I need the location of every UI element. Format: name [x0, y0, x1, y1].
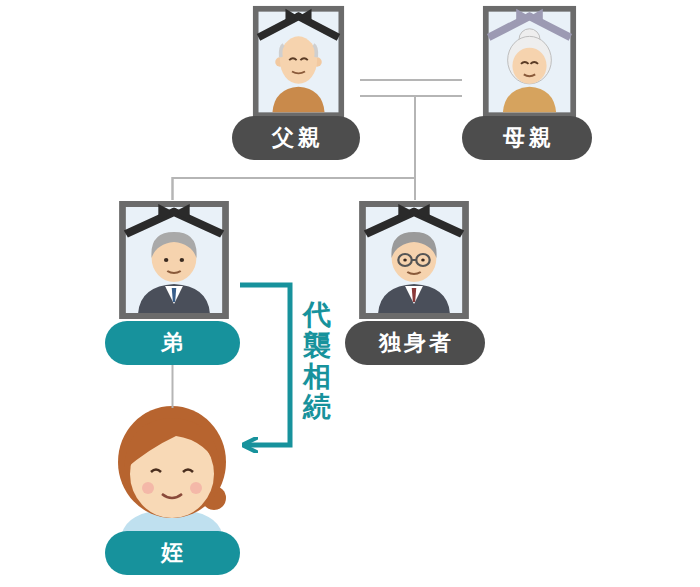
illustration-part	[503, 87, 556, 113]
illustration-part	[272, 87, 324, 113]
family-line	[172, 365, 174, 408]
illustration-part	[407, 272, 420, 274]
illustration-part	[180, 258, 184, 262]
illustration-part	[138, 284, 210, 313]
illustration-part	[412, 288, 416, 302]
illustration-part	[289, 58, 308, 60]
father-portrait	[253, 6, 344, 118]
illustration-part	[151, 470, 193, 473]
illustration-part	[162, 494, 182, 498]
illustration-part	[398, 254, 411, 266]
marriage-line	[360, 79, 462, 97]
person-node: 弟	[105, 200, 240, 365]
person-label: 母親	[500, 123, 554, 153]
niece-illustration	[118, 406, 226, 534]
illustration-part	[124, 418, 220, 470]
person-label: 弟	[158, 328, 187, 358]
illustration-part	[405, 286, 423, 304]
illustration-part	[165, 286, 183, 304]
illustration-part	[359, 201, 469, 319]
illustration-part	[172, 288, 176, 302]
illustration-part	[378, 284, 450, 313]
illustration-part	[281, 45, 317, 57]
illustration-part	[119, 201, 229, 319]
mother-portrait	[483, 6, 576, 118]
illustration-part	[421, 258, 425, 261]
illustration-part	[118, 406, 226, 518]
family-line	[415, 96, 462, 200]
illustration-part	[253, 6, 344, 118]
illustration-part	[391, 232, 436, 258]
illustration-part	[508, 36, 552, 84]
illustration-part	[167, 271, 180, 273]
name-pill: 母親	[462, 116, 592, 160]
illustration-part	[521, 62, 538, 64]
family-line	[360, 96, 415, 200]
illustration-part	[142, 482, 154, 494]
person-node: 独身者	[345, 200, 485, 365]
person-node: 姪	[105, 400, 240, 575]
illustration-part	[151, 232, 196, 258]
illustration-part	[416, 254, 429, 266]
family-line	[173, 96, 416, 200]
person-label: 独身者	[375, 328, 454, 358]
name-pill: 独身者	[345, 321, 485, 365]
illustration-part	[524, 74, 535, 76]
illustration-part	[412, 259, 416, 261]
illustration-part	[190, 482, 202, 494]
illustration-part	[483, 6, 576, 118]
person-node: 母親	[462, 5, 592, 160]
single-person-portrait	[359, 201, 469, 319]
edge-label-box: 代襲相続	[303, 300, 331, 423]
double-line-gap	[359, 81, 463, 95]
name-pill: 弟	[105, 321, 240, 365]
name-pill: 父親	[232, 116, 360, 160]
brother-portrait	[119, 201, 229, 319]
illustration-part	[164, 258, 168, 262]
name-pill: 姪	[105, 531, 240, 575]
illustration-part	[512, 48, 546, 84]
person-node: 父親	[232, 5, 360, 160]
illustration-part	[280, 36, 317, 84]
person-label: 父親	[269, 123, 323, 153]
illustration-part	[292, 72, 305, 74]
illustration-part	[403, 258, 407, 261]
succession-label: 代襲相続	[303, 300, 331, 423]
person-label: 姪	[158, 538, 187, 568]
family-line	[173, 96, 463, 200]
succession-arrow	[240, 285, 290, 445]
